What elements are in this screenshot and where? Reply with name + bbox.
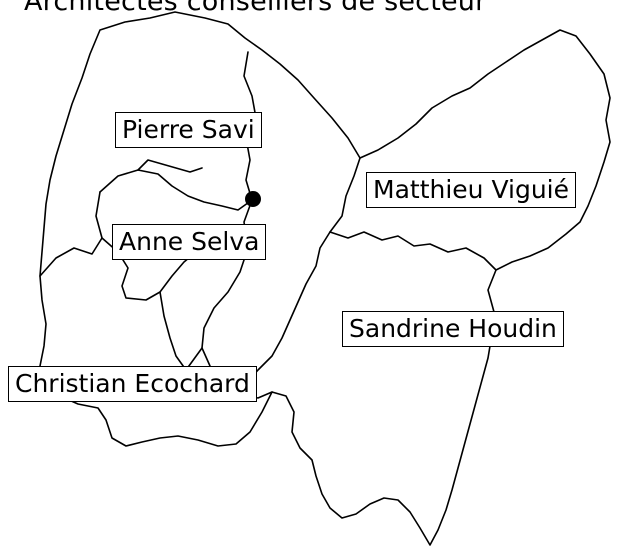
location-marker-icon	[245, 191, 261, 207]
sector-boundary-middle	[329, 231, 497, 271]
department-outline	[39, 11, 611, 546]
sector-label-christian-ecochard: Christian Ecochard	[8, 366, 257, 402]
sector-boundary-east	[237, 157, 361, 395]
sector-label-sandrine-houdin: Sandrine Houdin	[342, 311, 564, 347]
sector-label-anne-selva: Anne Selva	[112, 224, 267, 260]
map-title: Architectes conseillers de secteur	[24, 0, 487, 17]
sector-zone-anne-selva	[99, 169, 253, 211]
sector-boundary-south	[159, 291, 203, 371]
sector-boundary-west	[39, 237, 103, 277]
river-detail	[137, 159, 203, 173]
sector-label-pierre-savi: Pierre Savi	[115, 112, 262, 148]
sector-label-matthieu-viguie: Matthieu Viguié	[366, 172, 576, 208]
